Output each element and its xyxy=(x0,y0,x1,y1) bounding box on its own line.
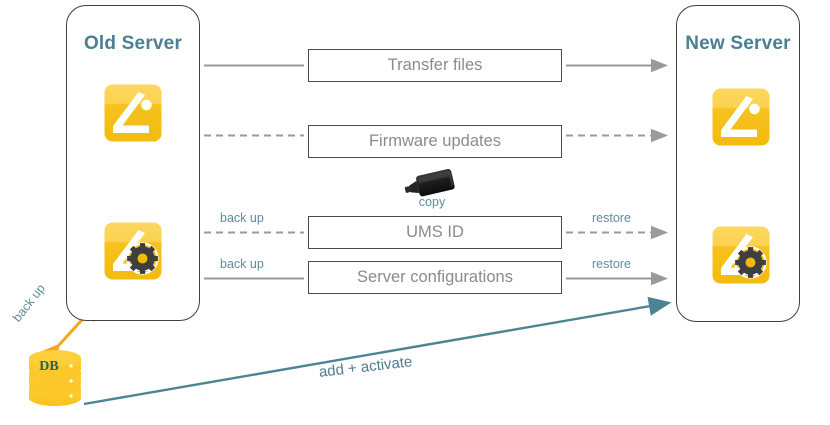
backup-label-ums-id: back up xyxy=(220,211,264,225)
igel-app-icon xyxy=(712,88,770,146)
row-label: Transfer files xyxy=(387,56,483,74)
new-server-title: New Server xyxy=(685,33,791,54)
row-box-transfer-files[interactable]: Transfer files xyxy=(308,49,562,82)
row-box-firmware-updates[interactable]: Firmware updates xyxy=(308,125,562,158)
add-activate-arrow xyxy=(83,296,672,406)
row-label: Server configurations xyxy=(357,268,513,286)
usb-copy-label: copy xyxy=(418,195,446,209)
usb-flash-drive-icon xyxy=(404,168,455,197)
igel-app-icon xyxy=(104,84,162,142)
row-box-server-configurations[interactable]: Server configurations xyxy=(308,261,562,294)
restore-label-ums-id: restore xyxy=(592,211,631,225)
restore-label-server-configurations: restore xyxy=(592,257,631,271)
backup-label-server-configurations: back up xyxy=(220,257,264,271)
igel-app-config-gear-icon xyxy=(712,226,770,284)
igel-app-config-gear-icon xyxy=(104,222,162,280)
row-box-ums-id[interactable]: UMS ID xyxy=(308,216,562,249)
database-cylinder-icon xyxy=(29,350,81,406)
row-label: Firmware updates xyxy=(368,132,502,150)
row-label: UMS ID xyxy=(406,223,464,241)
old-server-title: Old Server xyxy=(83,33,183,54)
